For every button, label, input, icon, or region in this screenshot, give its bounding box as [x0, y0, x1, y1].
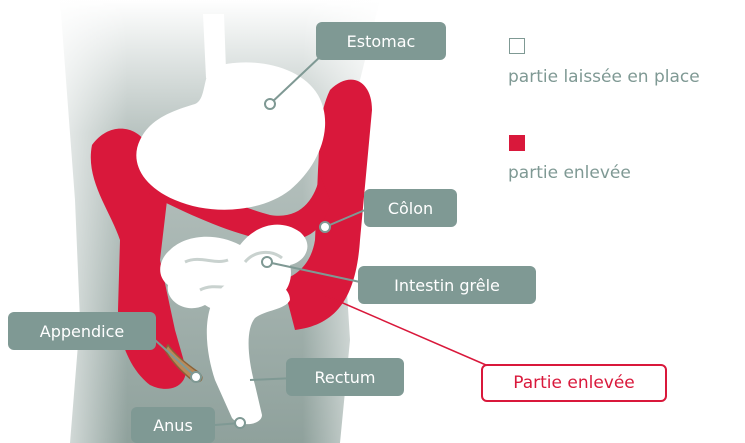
- stomach-label: Estomac: [316, 22, 446, 60]
- legend-removed-text: partie enlevée: [508, 163, 631, 183]
- anus-label: Anus: [131, 407, 215, 443]
- legend-remaining-text: partie laissée en place: [508, 67, 700, 87]
- removed-part-label: Partie enlevée: [481, 364, 667, 402]
- colon-label: Côlon: [364, 189, 457, 227]
- small-intestine-label: Intestin grêle: [358, 266, 536, 304]
- legend-removed-swatch: [509, 135, 525, 151]
- appendix-label: Appendice: [8, 312, 156, 350]
- legend-remaining-swatch: [509, 38, 525, 54]
- rectum-label: Rectum: [286, 358, 404, 396]
